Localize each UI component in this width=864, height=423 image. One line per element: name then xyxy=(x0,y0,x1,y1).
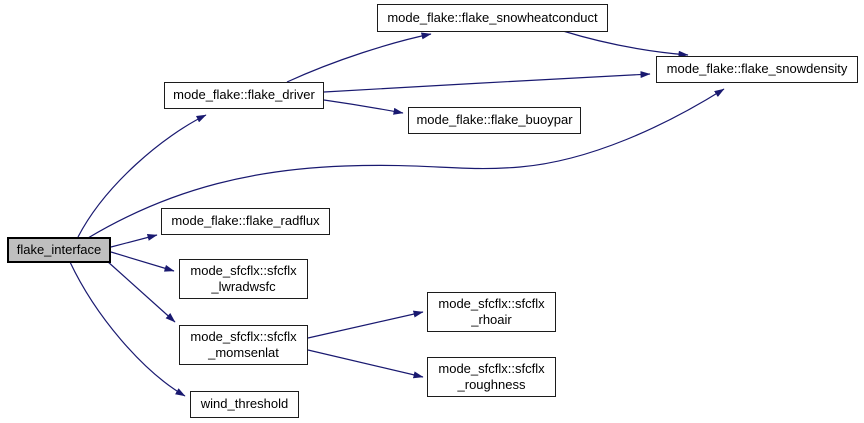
edge-flake-driver-to-flake-snowheatconduct xyxy=(286,32,432,83)
node-label: wind_threshold xyxy=(200,396,289,412)
edge-flake-driver-to-flake-buoypar xyxy=(323,99,404,115)
node-label: _momsenlat xyxy=(208,345,279,360)
edge-flake-interface-to-flake-radflux xyxy=(110,234,158,248)
node-label: mode_flake::flake_buoypar xyxy=(416,112,573,128)
edge-flake-interface-to-wind-threshold xyxy=(69,261,186,397)
node-mode-flake-flake-driver[interactable]: mode_flake::flake_driver xyxy=(164,82,324,109)
node-mode-sfcflx-sfcflx-momsenlat[interactable]: mode_sfcflx::sfcflx _momsenlat xyxy=(179,325,308,365)
edge-flake-driver-to-flake-snowdensity xyxy=(323,71,651,93)
node-mode-sfcflx-sfcflx-lwradwsfc[interactable]: mode_sfcflx::sfcflx _lwradwsfc xyxy=(179,259,308,299)
node-label: mode_sfcflx::sfcflx xyxy=(190,262,297,278)
node-label: _rhoair xyxy=(471,312,512,327)
node-wind-threshold[interactable]: wind_threshold xyxy=(190,391,299,418)
node-label: mode_flake::flake_driver xyxy=(173,87,315,103)
edge-flake-snowheatconduct-to-flake-snowdensity xyxy=(562,30,689,58)
edge-sfcflx-momsenlat-to-sfcflx-roughness xyxy=(307,349,424,379)
node-label: _lwradwsfc xyxy=(211,279,276,294)
node-flake-interface: flake_interface xyxy=(7,237,111,263)
node-label: mode_sfcflx::sfcflx xyxy=(438,360,545,376)
node-mode-flake-flake-snowheatconduct[interactable]: mode_flake::flake_snowheatconduct xyxy=(377,4,608,32)
node-label: mode_sfcflx::sfcflx xyxy=(190,328,297,344)
node-mode-flake-flake-radflux[interactable]: mode_flake::flake_radflux xyxy=(161,208,330,235)
node-label: _roughness xyxy=(457,377,526,392)
edge-sfcflx-momsenlat-to-sfcflx-rhoair xyxy=(307,310,424,339)
node-label: mode_flake::flake_radflux xyxy=(171,213,320,229)
node-mode-sfcflx-sfcflx-rhoair[interactable]: mode_sfcflx::sfcflx _rhoair xyxy=(427,292,556,332)
node-label: mode_sfcflx::sfcflx xyxy=(438,295,545,311)
node-mode-flake-flake-buoypar[interactable]: mode_flake::flake_buoypar xyxy=(408,107,581,134)
edge-flake-interface-to-flake-snowdensity xyxy=(87,88,725,239)
node-label: mode_flake::flake_snowheatconduct xyxy=(387,9,598,25)
node-mode-sfcflx-sfcflx-roughness[interactable]: mode_sfcflx::sfcflx _roughness xyxy=(427,357,556,397)
node-label: mode_flake::flake_snowdensity xyxy=(666,61,848,77)
edge-flake-interface-to-sfcflx-lwradwsfc xyxy=(110,251,175,272)
node-mode-flake-flake-snowdensity[interactable]: mode_flake::flake_snowdensity xyxy=(656,56,858,83)
edge-flake-interface-to-sfcflx-momsenlat xyxy=(106,260,176,323)
edge-flake-interface-to-flake-driver xyxy=(77,114,207,238)
node-label: flake_interface xyxy=(16,241,102,257)
